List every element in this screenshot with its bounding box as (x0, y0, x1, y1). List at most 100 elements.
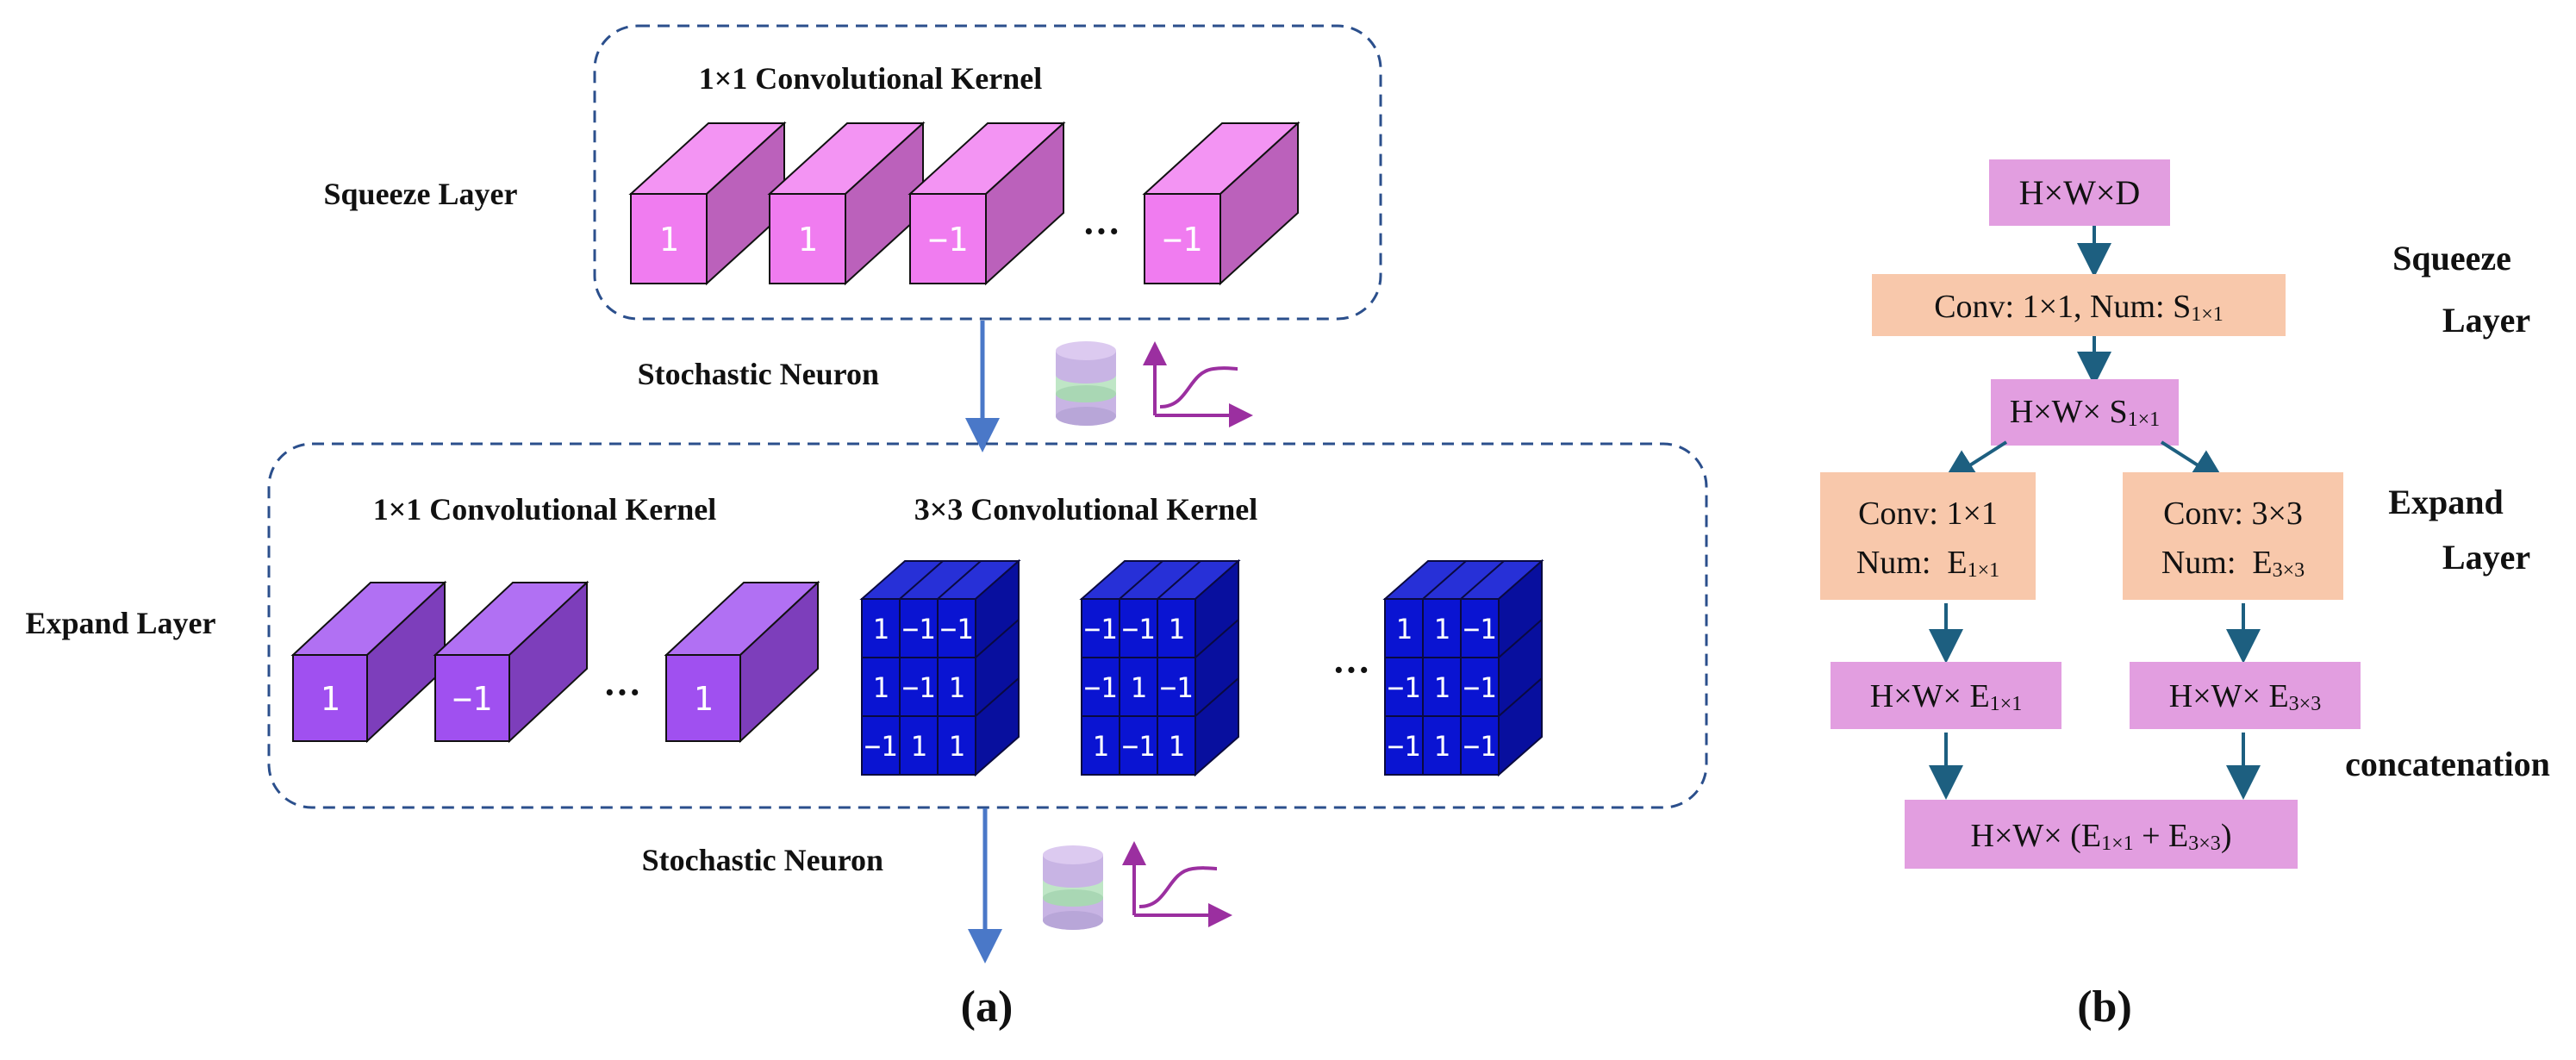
database-icon (1043, 845, 1103, 930)
sigmoid-curve-icon (1122, 841, 1232, 927)
squeeze-kernel-cube: −1 (908, 121, 1066, 286)
expand-conv-1x1-box (1820, 472, 2036, 600)
expand-conv-3x3-box (2123, 472, 2343, 600)
block-cell-value: −1 (940, 613, 974, 645)
expand-conv-1x1-line1: Conv: 1×1 (1858, 496, 1998, 532)
block-cell-value: −1 (1084, 613, 1118, 645)
squeeze-kernel-cube: −1 (1142, 121, 1300, 286)
squeeze-ellipsis: ··· (1082, 210, 1120, 253)
expand-1x1-ellipsis: ··· (603, 671, 641, 714)
expand-output-3x3-text: H×W× E3×3 (2169, 678, 2321, 715)
block-cell-value: −1 (1122, 730, 1156, 763)
concat-output-box (1905, 800, 2298, 869)
block-side-face (1498, 558, 1543, 777)
block-cell (899, 657, 939, 717)
squeeze-conv-text: Conv: 1×1, Num: S1×1 (1934, 289, 2224, 326)
block-side-face (975, 558, 1020, 777)
block-cell (899, 715, 939, 776)
input-text: H×W×D (2019, 173, 2141, 212)
block-cell-value: 1 (1433, 613, 1450, 645)
block-cell (899, 598, 939, 658)
block-cell-value: −1 (1388, 671, 1421, 704)
block-cell (1119, 657, 1158, 717)
block-cell (861, 598, 901, 658)
squeeze-layer-box (593, 24, 1382, 321)
squeeze-cubes: 1 1 −1 −1 (628, 121, 1300, 286)
squeeze-kernel-title: 1×1 Convolutional Kernel (699, 61, 1043, 96)
caption-a: (a) (961, 982, 1014, 1032)
block-cell-value: 1 (1092, 730, 1108, 763)
squeeze-output-text: H×W× S1×1 (2010, 394, 2160, 431)
block-cell (1460, 598, 1500, 658)
expand-conv-3x3-line1: Conv: 3×3 (2163, 496, 2303, 532)
block-cell (1157, 715, 1196, 776)
block-cell (1081, 598, 1120, 658)
block-cell-value: −1 (1122, 613, 1156, 645)
block-cell (1460, 715, 1500, 776)
arrow-to-expand-left (1942, 440, 2008, 483)
caption-b: (b) (2077, 982, 2132, 1032)
block-cell-value: −1 (1160, 671, 1194, 704)
cube-front-face (769, 193, 846, 284)
expand-conv-3x3-line2: Num: E3×3 (2161, 545, 2305, 582)
block-cell-value: 1 (948, 671, 964, 704)
block-cell-value: 1 (872, 671, 889, 704)
cube-front-face (1144, 193, 1221, 284)
expand-layer-box (267, 442, 1708, 809)
cube-front-face (292, 654, 368, 742)
cube-front-face (909, 193, 987, 284)
block-cell (1384, 715, 1424, 776)
block-cell-value: 1 (1130, 671, 1146, 704)
cube-value: 1 (694, 680, 714, 718)
block-cell (1119, 715, 1158, 776)
expand-1x1-cube: 1 (290, 580, 447, 744)
database-icon (1056, 341, 1116, 426)
cube-value: 1 (798, 221, 818, 259)
arrow-to-expand-right (2160, 440, 2226, 483)
squeeze-kernel-cube: 1 (767, 121, 926, 286)
squeeze-kernel-cube: 1 (628, 121, 787, 286)
squeeze-output-box (1991, 379, 2179, 446)
block-cell-value: −1 (1463, 613, 1497, 645)
block-cell (1081, 715, 1120, 776)
block-cell-value: −1 (1388, 730, 1421, 763)
concat-output-text: H×W× (E1×1 + E3×3) (1971, 818, 2232, 855)
expand-output-1x1-box (1831, 662, 2061, 729)
block-cell-value: 1 (872, 613, 889, 645)
expand-output-3x3-box (2130, 662, 2361, 729)
block-side-face (1194, 558, 1239, 777)
stochastic-neuron-label-1: Stochastic Neuron (638, 357, 879, 391)
block-cell-value: −1 (1084, 671, 1118, 704)
concatenation-label: concatenation (2345, 745, 2550, 783)
cube-value: 1 (659, 221, 679, 259)
expand-kernel1-title: 1×1 Convolutional Kernel (373, 492, 717, 527)
cube-value: −1 (1163, 221, 1202, 259)
squeeze-layer-label: Squeeze Layer (324, 177, 518, 211)
expand-1x1-cube: −1 (433, 580, 589, 744)
expand-conv-1x1-line2: Num: E1×1 (1856, 545, 1999, 582)
cube-value: −1 (452, 680, 492, 718)
expand-kernel3-title: 3×3 Convolutional Kernel (914, 492, 1258, 527)
input-box (1989, 159, 2170, 226)
expand-layer-label: Expand Layer (25, 606, 215, 640)
block-cell (1384, 598, 1424, 658)
block-cell (937, 598, 976, 658)
block-cell-value: −1 (1463, 730, 1497, 763)
block-cell-value: 1 (1168, 613, 1184, 645)
cube-value: −1 (928, 221, 968, 259)
block-cell-value: −1 (902, 671, 936, 704)
panel-a: 1×1 Convolutional Kernel Squeeze Layer 1… (25, 24, 1708, 1032)
block-cell-value: 1 (1395, 613, 1412, 645)
cube-front-face (630, 193, 708, 284)
block-cell (937, 715, 976, 776)
expand-1x1-cube: 1 (664, 580, 820, 744)
block-cell-value: 1 (910, 730, 926, 763)
cube-front-face (665, 654, 741, 742)
